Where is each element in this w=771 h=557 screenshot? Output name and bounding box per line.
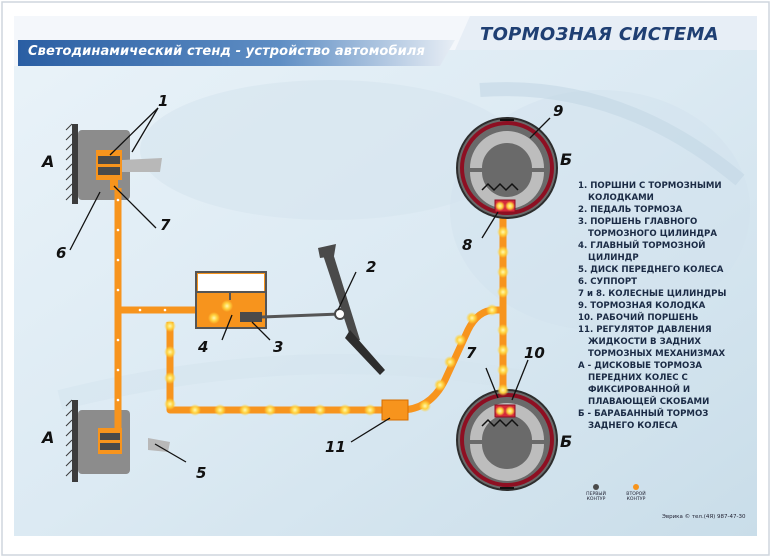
label-6: 6	[56, 244, 67, 262]
pressure-regulator-11	[381, 399, 409, 421]
brake-piston	[100, 433, 120, 440]
system-title: ТОРМОЗНАЯ СИСТЕМА	[480, 24, 719, 45]
second-contour-label: ВТОРОЙ КОНТУР	[626, 492, 646, 502]
legend-item: ФИКСИРОВАННОЙ И	[588, 385, 691, 395]
brake-shoe-9	[470, 131, 544, 168]
label-a-bottom: А	[42, 428, 55, 447]
stand-title: Светодинамический стенд - устройство авт…	[28, 44, 425, 59]
legend-item: ТОРМОЗНЫХ МЕХАНИЗМАХ	[588, 349, 726, 359]
legend-item: 7 и 8. КОЛЕСНЫЕ ЦИЛИНДРЫ	[578, 289, 727, 299]
bg-shape	[140, 80, 520, 220]
legend-item: А - ДИСКОВЫЕ ТОРМОЗА	[578, 361, 703, 371]
brake-pedal-pad	[345, 330, 385, 375]
legend-item: 2. ПЕДАЛЬ ТОРМОЗА	[578, 205, 683, 215]
push-rod	[261, 312, 341, 319]
first-contour-label: ПЕРВЫЙ КОНТУР	[586, 492, 606, 502]
legend-item: 3. ПОРШЕНЬ ГЛАВНОГО	[578, 217, 698, 227]
legend-item: ПЕРЕДНИХ КОЛЕС С	[588, 373, 688, 383]
mount-wall	[72, 124, 78, 204]
mount-wall	[72, 400, 78, 482]
legend-item: 11. РЕГУЛЯТОР ДАВЛЕНИЯ	[578, 325, 712, 335]
caliper-cylinder	[96, 150, 122, 180]
led-lights	[164, 201, 515, 416]
second-contour-led	[633, 484, 639, 490]
brake-shoe	[470, 172, 544, 209]
legend-item: 1. ПОРШНИ С ТОРМОЗНЫМИ	[578, 181, 722, 191]
label-9: 9	[553, 102, 564, 120]
brake-piston-top	[98, 156, 120, 164]
header-band	[18, 40, 455, 66]
legend-item: Б - БАРАБАННЫЙ ТОРМОЗ	[578, 409, 709, 419]
legend-item: 4. ГЛАВНЫЙ ТОРМОЗНОЙ	[578, 241, 706, 251]
legend-item: ЖИДКОСТИ В ЗАДНИХ	[588, 337, 702, 347]
legend-item: ТОРМОЗНОГО ЦИЛИНДРА	[588, 229, 717, 239]
legend-item: 6. СУППОРТ	[578, 277, 638, 287]
legend-item: 9. ТОРМОЗНАЯ КОЛОДКА	[578, 301, 706, 311]
bg-shape	[479, 82, 745, 186]
legend: 1. ПОРШНИ С ТОРМОЗНЫМИ КОЛОДКАМИ 2. ПЕДА…	[578, 180, 763, 432]
legend-item: ЗАДНЕГО КОЛЕСА	[588, 421, 678, 431]
label-7-top: 7	[160, 216, 171, 234]
label-8: 8	[462, 236, 473, 254]
first-contour-led	[593, 484, 599, 490]
contour-indicators	[593, 484, 639, 490]
legend-item: ЦИЛИНДР	[588, 253, 639, 263]
brake-disc-top	[122, 158, 162, 172]
return-spring	[481, 182, 519, 192]
brake-piston-bottom	[98, 167, 120, 175]
piston-3	[240, 312, 262, 322]
label-10: 10	[524, 344, 545, 362]
brand-footer: Эврика © тел.(4Я) 987-47-30	[662, 514, 746, 520]
leader-lines	[69, 107, 551, 463]
brake-disc-5	[148, 438, 170, 452]
brake-pedal-arm	[322, 250, 360, 342]
pedal-pivot	[334, 308, 346, 320]
label-b-bottom: Б	[560, 432, 573, 451]
legend-item: 10. РАБОЧИЙ ПОРШЕНЬ	[578, 313, 699, 323]
label-1: 1	[158, 92, 169, 110]
label-3: 3	[273, 338, 284, 356]
label-11: 11	[325, 438, 346, 456]
brake-shoe	[470, 444, 544, 481]
brake-piston	[100, 443, 120, 450]
header-right-band	[455, 16, 757, 50]
legend-item: КОЛОДКАМИ	[588, 193, 654, 203]
return-spring	[481, 418, 519, 428]
label-2: 2	[366, 258, 377, 276]
label-a-top: А	[42, 152, 55, 171]
label-5: 5	[196, 464, 207, 482]
label-7-bottom: 7	[466, 344, 477, 362]
label-4: 4	[198, 338, 209, 356]
label-b-top: Б	[560, 150, 573, 169]
reservoir	[198, 274, 264, 292]
legend-item: 5. ДИСК ПЕРЕДНЕГО КОЛЕСА	[578, 265, 724, 275]
brake-shoe	[470, 403, 544, 440]
caliper-cylinder	[98, 428, 122, 454]
bg-shape	[57, 354, 522, 410]
legend-item: ПЛАВАЮЩЕЙ СКОБАМИ	[588, 397, 710, 407]
wheel-cylinder-7	[110, 178, 118, 190]
